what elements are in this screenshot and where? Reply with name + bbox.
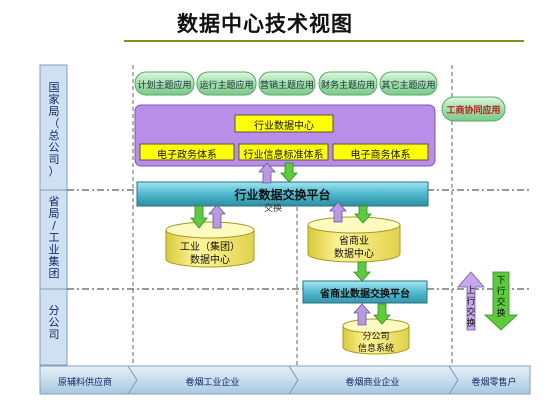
arrow-down-green-2 [190, 205, 208, 229]
stray-exchange-text: 交换 [263, 204, 282, 214]
app-pill-5 [379, 71, 438, 96]
arrow-up-violet-1 [258, 162, 276, 184]
branch-db-line1: 分公司 [362, 332, 390, 342]
province-exchange-label: 省商业数据交换平台 [320, 289, 410, 300]
arrow-down-green-5 [373, 303, 391, 325]
row-label-panel [39, 64, 68, 366]
app-label-plan: 计划主题应用 [137, 81, 192, 91]
arrow-down-green-3 [354, 205, 372, 224]
app-pill-2 [196, 71, 257, 96]
right-app-pill [441, 96, 506, 122]
branch-cylinder [342, 326, 410, 355]
right-app-label: 工商协同应用 [446, 106, 501, 116]
title-underline [124, 40, 524, 42]
industry-exchange-bar [136, 181, 429, 207]
arrow-down-green-1 [280, 162, 298, 183]
arrow-up-violet-2 [208, 204, 226, 229]
app-pill-3 [258, 71, 316, 96]
industry-center-label: 行业数据中心 [254, 121, 314, 132]
industry-exchange-label: 行业数据交换平台 [234, 188, 331, 202]
app-label-other: 其它主题应用 [381, 81, 436, 91]
system-box-standards [238, 143, 329, 161]
province-db-line1: 省商业 [339, 236, 369, 247]
province-commerce-cylinder [307, 225, 401, 263]
industry-center-box [234, 114, 334, 133]
arrow-up-violet-3 [329, 201, 347, 223]
chain-segment-4 [448, 365, 531, 395]
province-commerce-cylinder-top [307, 216, 401, 234]
province-db-line2: 数据中心 [334, 249, 374, 260]
system-box-ecommerce [332, 143, 429, 161]
app-pill-1 [134, 71, 195, 96]
app-pill-4 [318, 71, 378, 96]
downstream-arrow [483, 271, 519, 331]
row-label-province: 省局/工业集团 [48, 195, 60, 280]
province-exchange-bar [302, 280, 428, 304]
branch-db-line2: 信息系统 [357, 344, 394, 354]
industry-group-cylinder-top [165, 221, 255, 239]
app-label-operation: 运行主题应用 [199, 81, 254, 91]
downstream-label: 下行交换 [496, 276, 506, 319]
upstream-arrow [457, 271, 485, 331]
system-label-egov: 电子政务体系 [157, 150, 217, 161]
upstream-label: 上行交换 [466, 286, 476, 329]
chain-label-retail: 卷烟零售户 [471, 378, 517, 388]
chain-label-commerce: 卷烟商业企业 [345, 378, 400, 388]
system-label-ecommerce: 电子商务体系 [350, 150, 411, 161]
chain-label-industry: 卷烟工业企业 [185, 378, 240, 388]
industry-group-db-line2: 数据中心 [190, 255, 230, 266]
industry-group-db-line1: 工业（集团） [180, 242, 240, 253]
arrow-down-green-4 [353, 261, 371, 282]
system-box-egov [139, 143, 235, 161]
app-label-marketing: 营销主题应用 [259, 81, 314, 91]
row-label-branch: 分公司 [48, 304, 60, 341]
page-title: 数据中心技术视图 [177, 11, 353, 36]
arrow-up-violet-5 [353, 303, 371, 326]
industry-group-cylinder [165, 230, 255, 268]
chain-label-suppliers: 原辅料供应商 [57, 378, 112, 388]
row-label-national: 国家局（总公司） [48, 81, 60, 178]
app-label-finance: 财务主题应用 [320, 81, 375, 91]
system-label-standards: 行业信息标准体系 [243, 150, 324, 161]
